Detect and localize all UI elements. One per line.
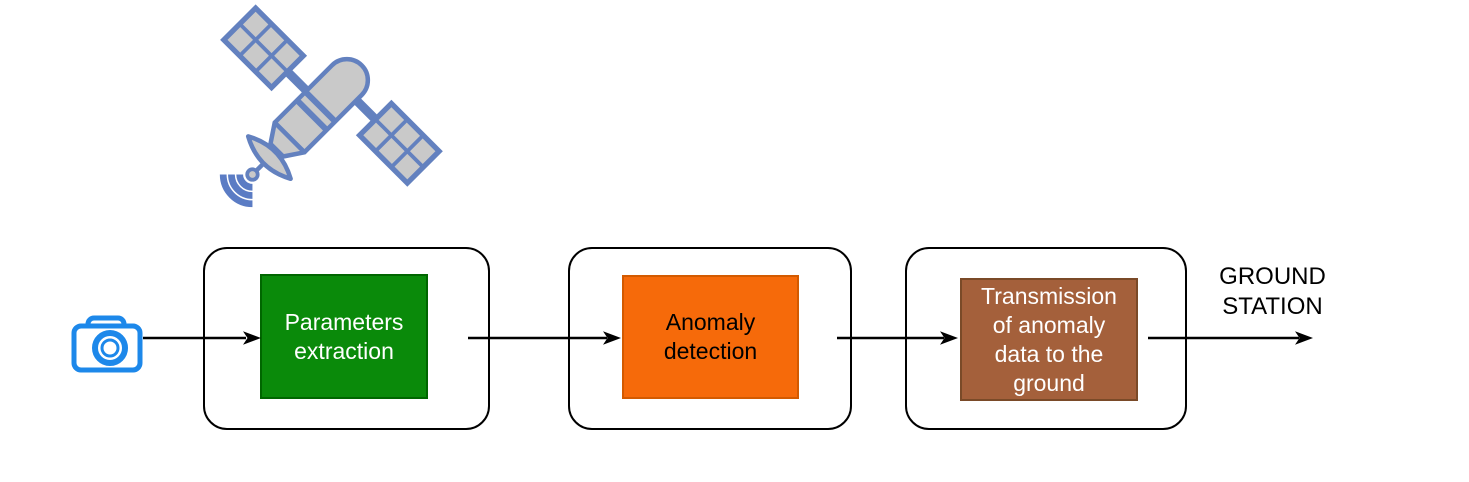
- node-label: Transmission of anomaly data to the grou…: [981, 282, 1117, 396]
- node-anomaly-detection: Anomaly detection: [622, 275, 799, 399]
- node-parameters-extraction: Parameters extraction: [260, 274, 428, 399]
- node-label: Parameters extraction: [284, 308, 404, 364]
- ground-station-label: GROUND STATION: [1219, 263, 1326, 320]
- camera-icon: [71, 315, 143, 373]
- node-transmission: Transmission of anomaly data to the grou…: [960, 278, 1138, 401]
- node-label: Anomaly detection: [663, 309, 758, 364]
- satellite-icon: [219, 4, 443, 208]
